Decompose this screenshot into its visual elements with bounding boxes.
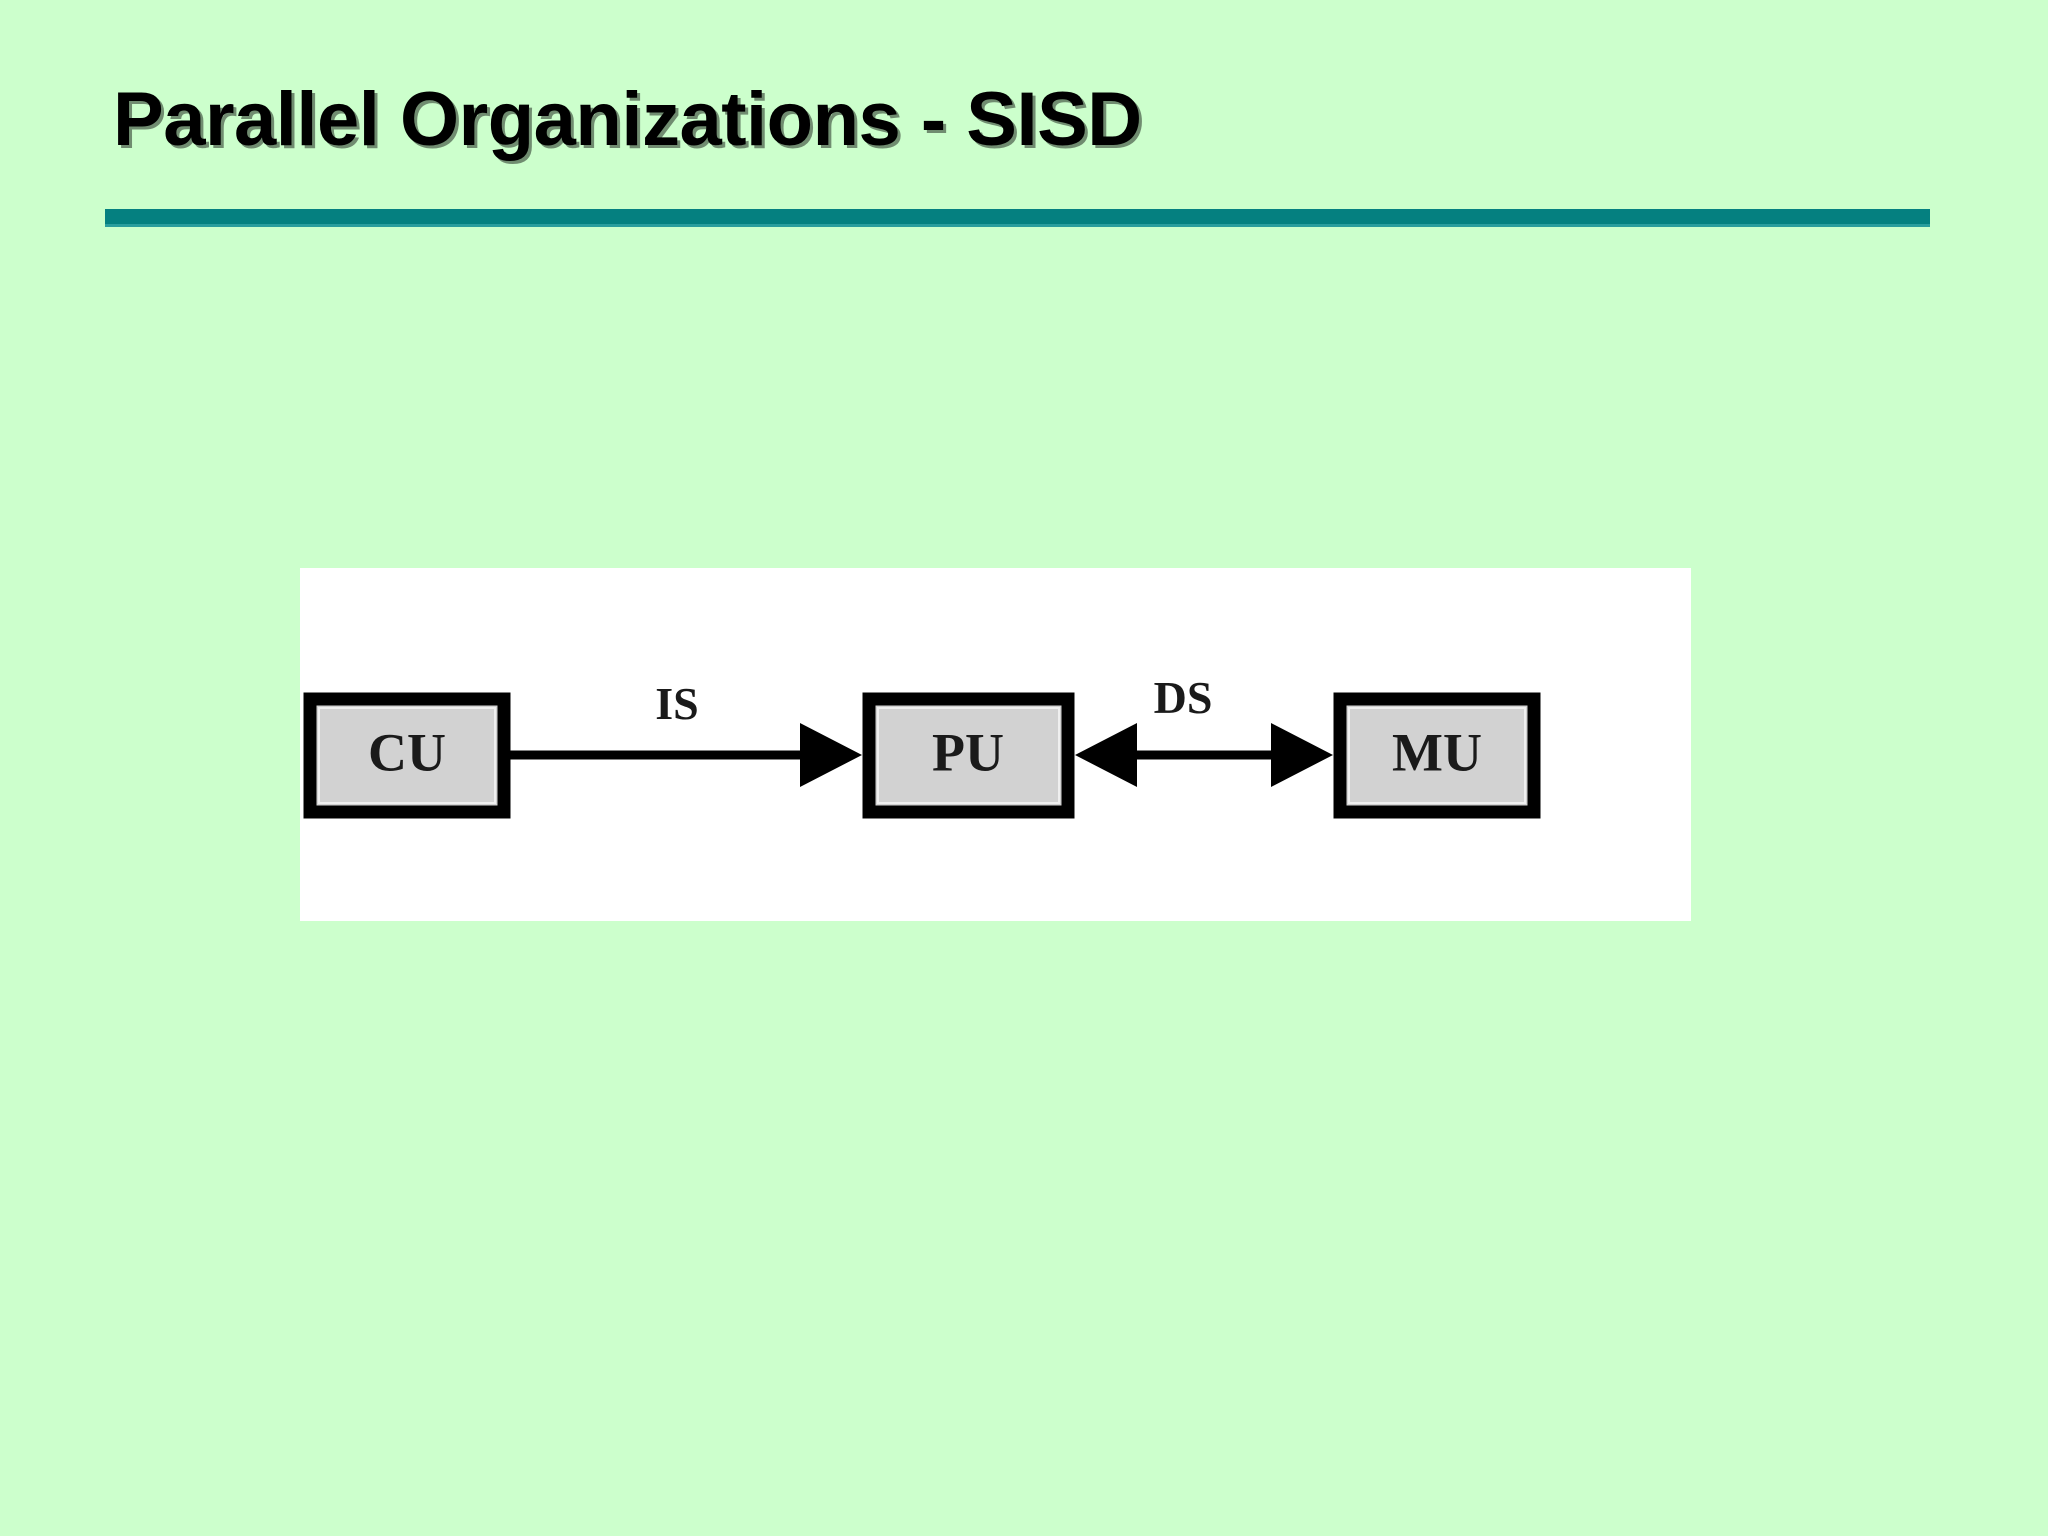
pu-box-inner-highlight	[877, 707, 1060, 804]
ds-arrowhead-right	[1271, 723, 1333, 787]
connector-is: IS	[510, 678, 862, 787]
node-pu[interactable]: PU	[862, 692, 1075, 819]
cu-box[interactable]	[303, 692, 511, 819]
node-cu[interactable]: CU	[303, 692, 511, 819]
mu-label: MU	[1392, 722, 1482, 782]
diagram-panel: IS DS CU PU MU	[300, 568, 1691, 921]
mu-box[interactable]	[1333, 692, 1541, 819]
page-title: Parallel Organizations - SISD	[113, 77, 1142, 162]
node-mu[interactable]: MU	[1333, 692, 1541, 819]
connector-ds: DS	[1075, 672, 1333, 787]
ds-label: DS	[1154, 672, 1213, 723]
mu-box-inner-highlight	[1348, 707, 1526, 804]
pu-label: PU	[932, 722, 1004, 782]
cu-label: CU	[368, 722, 446, 782]
ds-arrowhead-left	[1075, 723, 1137, 787]
is-label: IS	[655, 678, 698, 729]
cu-box-inner-highlight	[318, 707, 496, 804]
sisd-architecture-diagram: IS DS CU PU MU	[303, 672, 1541, 819]
is-arrowhead-right	[800, 723, 862, 787]
title-underline-rule	[105, 209, 1930, 227]
pu-box[interactable]	[862, 692, 1075, 819]
